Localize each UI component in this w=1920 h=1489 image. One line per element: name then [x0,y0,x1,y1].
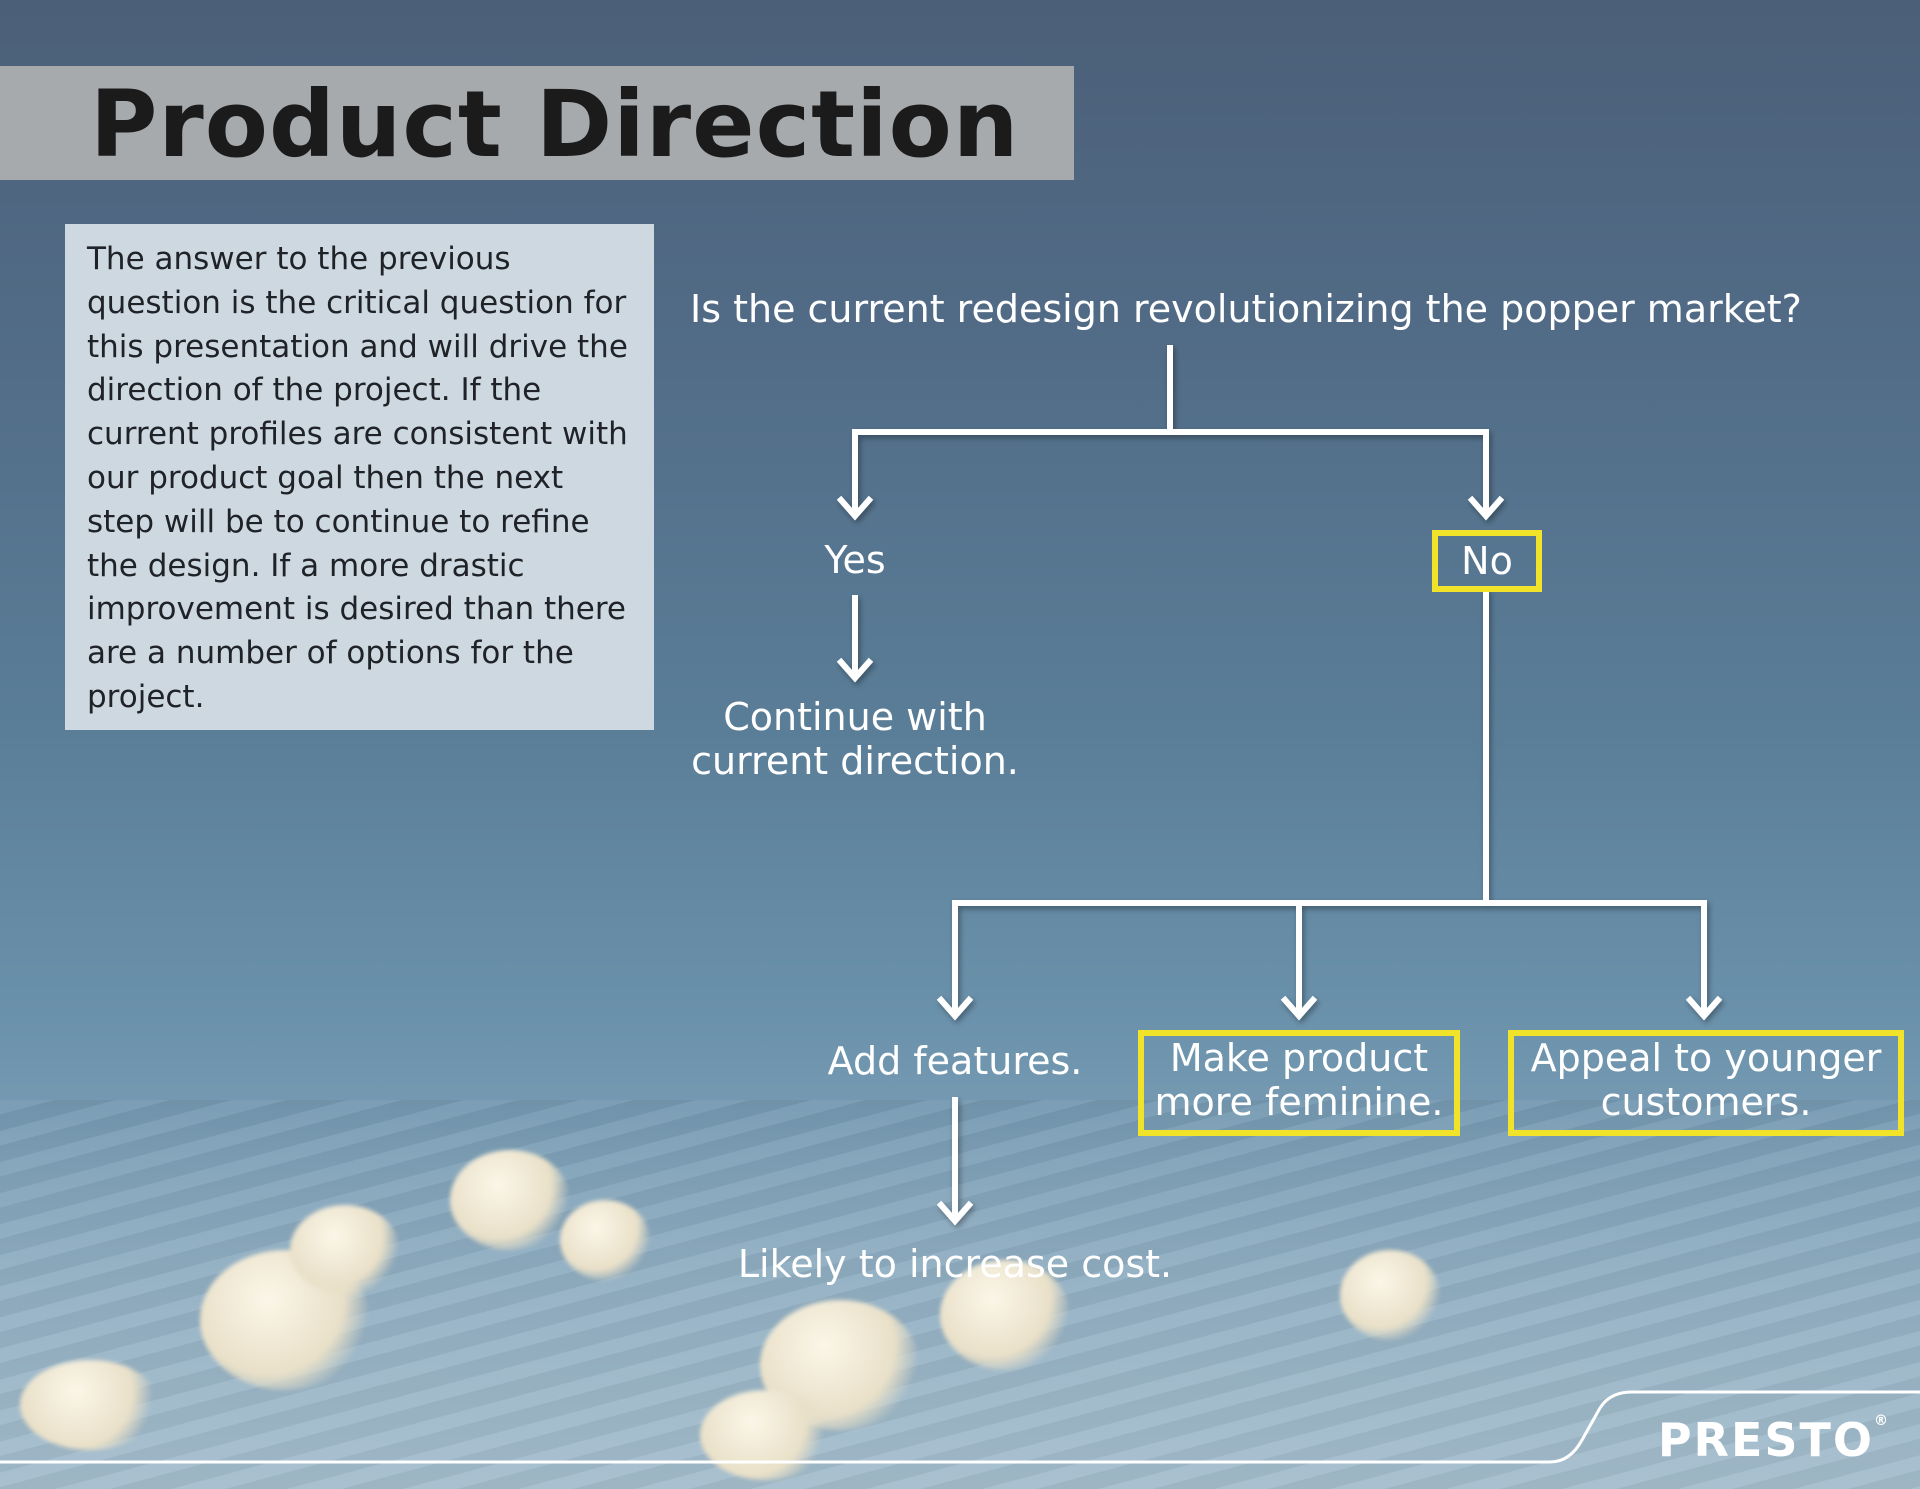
feminine-line-2: more feminine. [1154,1080,1444,1124]
arrowhead-continue [836,657,874,683]
continue-line-1: Continue with [723,695,987,739]
cost-label: Likely to increase cost. [737,1242,1173,1286]
popcorn-decoration [940,1260,1070,1370]
arrowhead-younger [1685,995,1723,1021]
feminine-line-1: Make product [1169,1036,1429,1080]
arrowhead-add [936,995,974,1021]
question-text: Is the current redesign revolutionizing … [690,287,1802,331]
arrowhead-yes [836,495,874,521]
arrowhead-cost [936,1200,974,1226]
footer-swoosh [0,1390,1920,1464]
popcorn-decoration [1340,1250,1440,1340]
connector-no-options [952,589,1707,1013]
connector-question-split [852,345,1489,515]
add-features-label: Add features. [827,1039,1083,1083]
younger-line-2: customers. [1600,1080,1812,1124]
younger-highlight-box [1508,1030,1904,1136]
popcorn-decoration [700,1390,830,1480]
arrowhead-no [1467,495,1505,521]
feminine-highlight-box [1138,1030,1460,1136]
popcorn-decoration [20,1360,160,1450]
arrowhead-feminine [1280,995,1318,1021]
title-bar [0,66,1074,180]
popcorn-decoration [560,1200,650,1280]
popcorn-decoration [450,1150,570,1250]
registered-mark: ® [1874,1413,1890,1429]
no-highlight-box [1432,530,1542,592]
no-label: No [1461,539,1513,583]
presto-logo-text: PRESTO [1657,1413,1874,1467]
continue-line-2: current direction. [691,739,1019,783]
page-title: Product Direction [90,71,1020,178]
info-text: The answer to the previous question is t… [87,241,628,715]
presto-logo: PRESTO® [1658,1413,1890,1467]
younger-line-1: Appeal to younger [1530,1036,1882,1080]
info-box: The answer to the previous question is t… [65,224,654,730]
yes-label: Yes [824,538,886,582]
popcorn-decoration [290,1205,400,1295]
